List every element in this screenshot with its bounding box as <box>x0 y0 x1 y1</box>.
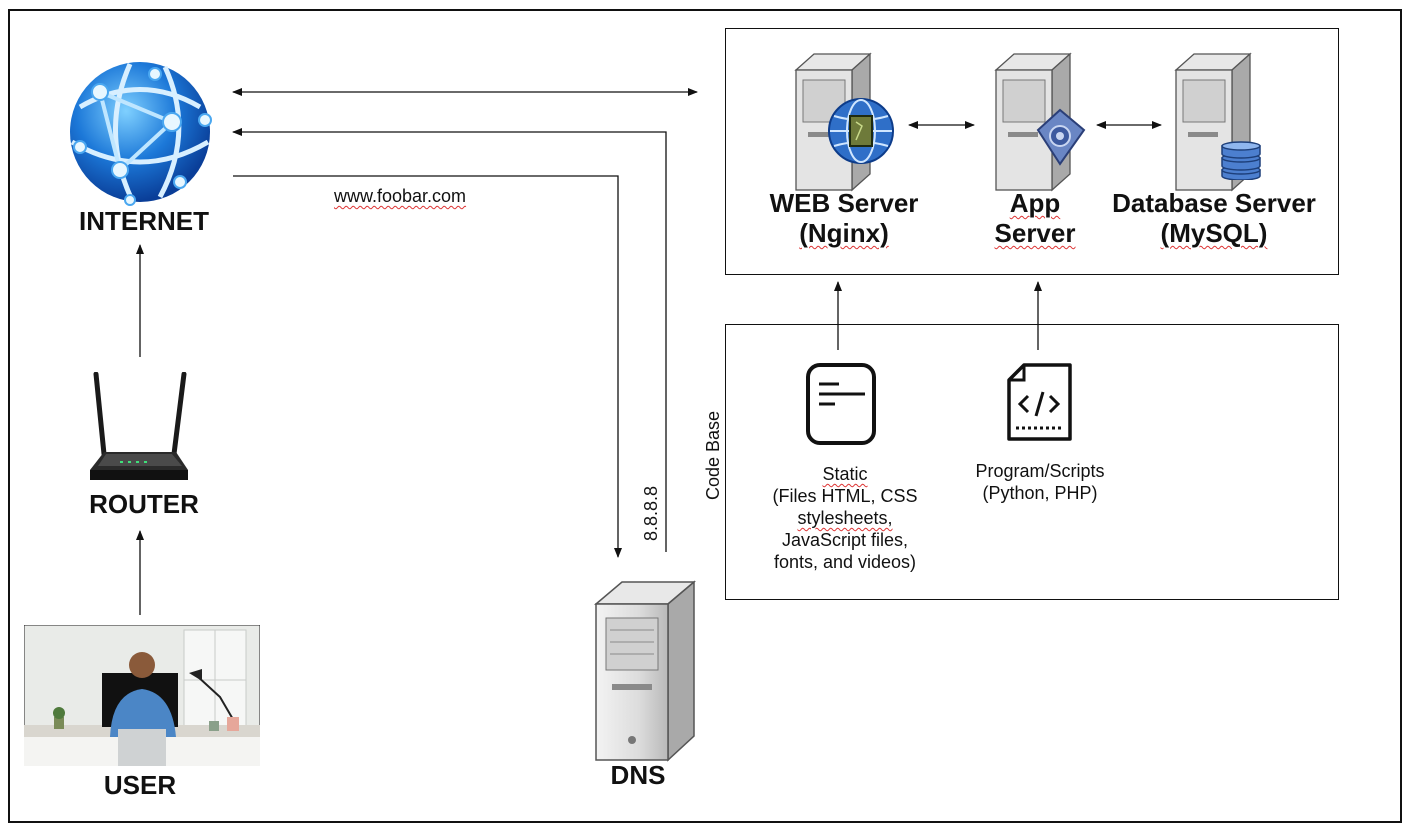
arrow-dns-to-internet <box>232 128 667 552</box>
web-server-title: WEB Server <box>769 188 919 218</box>
internet-label: INTERNET <box>79 206 209 236</box>
user-label: USER <box>103 770 177 800</box>
database-server-label: Database Server (MySQL) <box>1100 188 1328 248</box>
program-line-1: Program/Scripts <box>975 461 1105 481</box>
static-files-description: Static (Files HTML, CSS stylesheets, Jav… <box>740 463 950 573</box>
static-line-3: stylesheets, <box>797 508 893 528</box>
program-scripts-description: Program/Scripts (Python, PHP) <box>945 460 1135 504</box>
app-gear-badge-icon <box>1036 108 1086 166</box>
domain-request-label: www.foobar.com <box>334 186 467 206</box>
database-server-title: Database Server <box>1112 188 1316 218</box>
router-icon <box>90 372 188 480</box>
app-server-subtitle: Server <box>994 218 1076 248</box>
program-line-2: (Python, PHP) <box>982 483 1098 503</box>
database-badge-icon <box>1221 141 1261 180</box>
document-lines-icon <box>806 363 876 445</box>
app-server-title: App <box>1009 188 1061 218</box>
static-line-2: (Files HTML, CSS <box>772 486 918 506</box>
code-file-icon <box>1007 363 1072 441</box>
router-label: ROUTER <box>89 489 199 519</box>
app-server-label: App Server <box>955 188 1115 248</box>
static-line-1: Static <box>822 464 868 484</box>
database-server-subtitle: (MySQL) <box>1160 218 1268 248</box>
static-line-5: fonts, and videos) <box>773 552 917 572</box>
globe-network-icon <box>70 62 212 206</box>
static-line-4: JavaScript files, <box>781 530 909 550</box>
code-base-title: Code Base <box>703 410 723 500</box>
dns-label: DNS <box>610 760 666 790</box>
web-server-subtitle: (Nginx) <box>799 218 889 248</box>
web-globe-badge-icon <box>828 98 894 164</box>
arrow-internet-to-dns <box>233 175 622 558</box>
diagram-frame <box>8 9 1402 823</box>
web-server-label: WEB Server (Nginx) <box>744 188 944 248</box>
dns-reply-label: 8.8.8.8 <box>641 485 661 541</box>
user-photo <box>24 625 260 766</box>
server-tower-icon <box>593 580 696 762</box>
